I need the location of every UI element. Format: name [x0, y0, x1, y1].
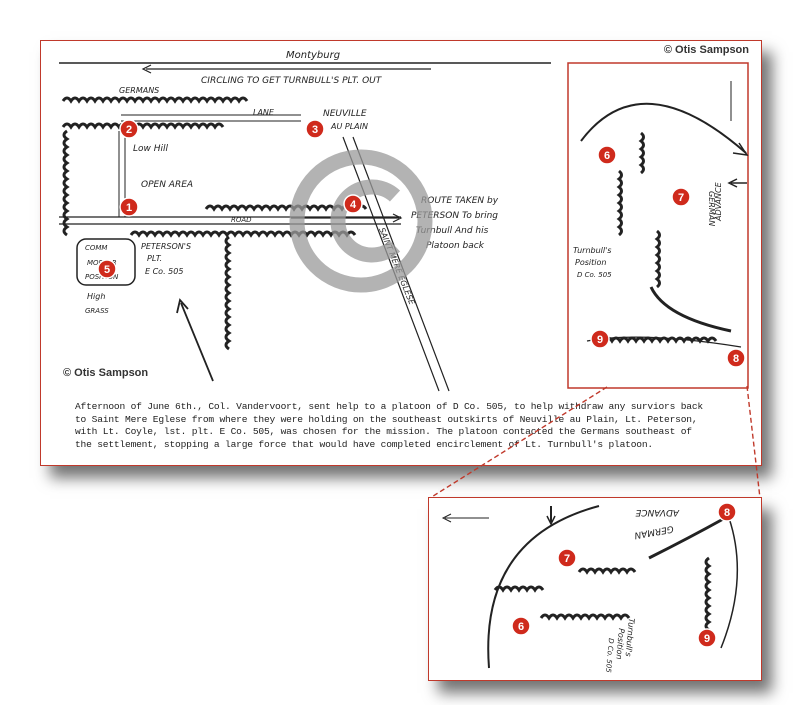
caption-line-2: to Saint Mere Eglese from where they wer… — [75, 413, 698, 425]
inset-highlight-box — [567, 62, 749, 389]
svg-text:3: 3 — [312, 124, 318, 136]
copyright-watermark-icon — [289, 149, 433, 293]
inset-label-german: GERMAN — [633, 523, 674, 540]
label-turnbulls: Turnbull's — [573, 246, 611, 255]
main-map-frame: © Otis Sampson © Otis Sampson Montyburg … — [40, 40, 762, 466]
marker-8: 8 — [726, 348, 746, 368]
hand-drawn-map: Montyburg CIRCLING TO GET TURNBULL'S PLT… — [59, 50, 749, 392]
svg-text:6: 6 — [518, 621, 524, 633]
svg-text:2: 2 — [126, 124, 132, 136]
arrow-icon — [546, 515, 556, 526]
label-turnbulls-co: D Co. 505 — [577, 271, 612, 279]
arrow-icon — [392, 213, 403, 223]
label-route-2: PETERSON To bring — [411, 211, 498, 221]
inset-label-position: Position — [614, 628, 626, 660]
inset-label-co: D Co. 505 — [604, 638, 615, 674]
svg-text:1: 1 — [126, 202, 132, 214]
label-route-1: ROUTE TAKEN by — [421, 196, 499, 206]
label-route-3: Turnbull And his — [416, 226, 489, 236]
inset-label-advance: ADVANCE — [635, 507, 680, 517]
label-e-co: E Co. 505 — [145, 267, 183, 276]
marker-5: 5 — [97, 259, 117, 279]
inset-map: ADVANCE GERMAN Turnbull's Position D Co.… — [441, 502, 739, 674]
label-route-4: Platoon back — [426, 241, 485, 251]
marker-7: 7 — [671, 187, 691, 207]
label-road: ROAD — [231, 216, 252, 224]
marker-3: 3 — [305, 119, 325, 139]
marker-6: 6 — [597, 145, 617, 165]
label-lane: LANE — [253, 108, 275, 117]
svg-text:8: 8 — [733, 353, 739, 365]
label-grass: GRASS — [85, 307, 109, 315]
inset-marker-7: 7 — [557, 548, 577, 568]
svg-text:9: 9 — [597, 334, 603, 346]
label-advance: ADVANCE — [714, 181, 723, 222]
label-open-area: OPEN AREA — [141, 180, 193, 190]
inset-zoom-frame: ADVANCE GERMAN Turnbull's Position D Co.… — [428, 497, 762, 681]
inset-marker-9: 9 — [697, 628, 717, 648]
map-caption: Afternoon of June 6th., Col. Vandervoort… — [75, 401, 735, 451]
label-comm: COMM — [85, 244, 107, 252]
arrow-icon — [176, 298, 189, 314]
label-montyburg: Montyburg — [286, 50, 340, 61]
label-petersons: PETERSON'S — [141, 242, 191, 251]
marker-2: 2 — [119, 119, 139, 139]
svg-text:4: 4 — [350, 199, 357, 211]
label-au-plain: AU PLAIN — [330, 122, 368, 131]
marker-1: 1 — [119, 197, 139, 217]
label-germans: GERMANS — [119, 86, 159, 95]
marker-4: 4 — [343, 194, 363, 214]
caption-line-4: the settlement, stopping a large force t… — [75, 438, 653, 450]
arrow-icon — [441, 513, 452, 523]
label-low-hill: Low Hill — [133, 144, 169, 154]
inset-label-turnbulls: Turnbull's — [624, 618, 636, 657]
copyright-top-right: © Otis Sampson — [663, 44, 749, 56]
label-german: GERMAN — [707, 191, 716, 226]
inset-marker-8: 8 — [717, 502, 737, 522]
caption-line-1: Afternoon of June 6th., Col. Vandervoort… — [75, 401, 703, 412]
marker-9: 9 — [590, 329, 610, 349]
arrow-icon — [732, 142, 749, 156]
copyright-bottom-left: © Otis Sampson — [63, 367, 149, 379]
svg-text:8: 8 — [724, 507, 730, 519]
label-circling: CIRCLING TO GET TURNBULL'S PLT. OUT — [201, 76, 383, 86]
svg-text:7: 7 — [564, 553, 570, 565]
inset-marker-6: 6 — [511, 616, 531, 636]
arrow-icon — [141, 64, 152, 74]
svg-text:9: 9 — [704, 633, 710, 645]
caption-line-3: with Lt. Coyle, lst. plt. E Co. 505, was… — [75, 426, 692, 438]
svg-text:5: 5 — [104, 264, 110, 276]
arrow-icon — [727, 178, 738, 188]
label-turnbulls-position: Position — [575, 258, 606, 267]
svg-text:6: 6 — [604, 150, 610, 162]
label-plt: PLT. — [147, 254, 162, 263]
label-high: High — [87, 292, 105, 301]
svg-text:7: 7 — [678, 192, 684, 204]
label-neuville: NEUVILLE — [323, 109, 367, 119]
